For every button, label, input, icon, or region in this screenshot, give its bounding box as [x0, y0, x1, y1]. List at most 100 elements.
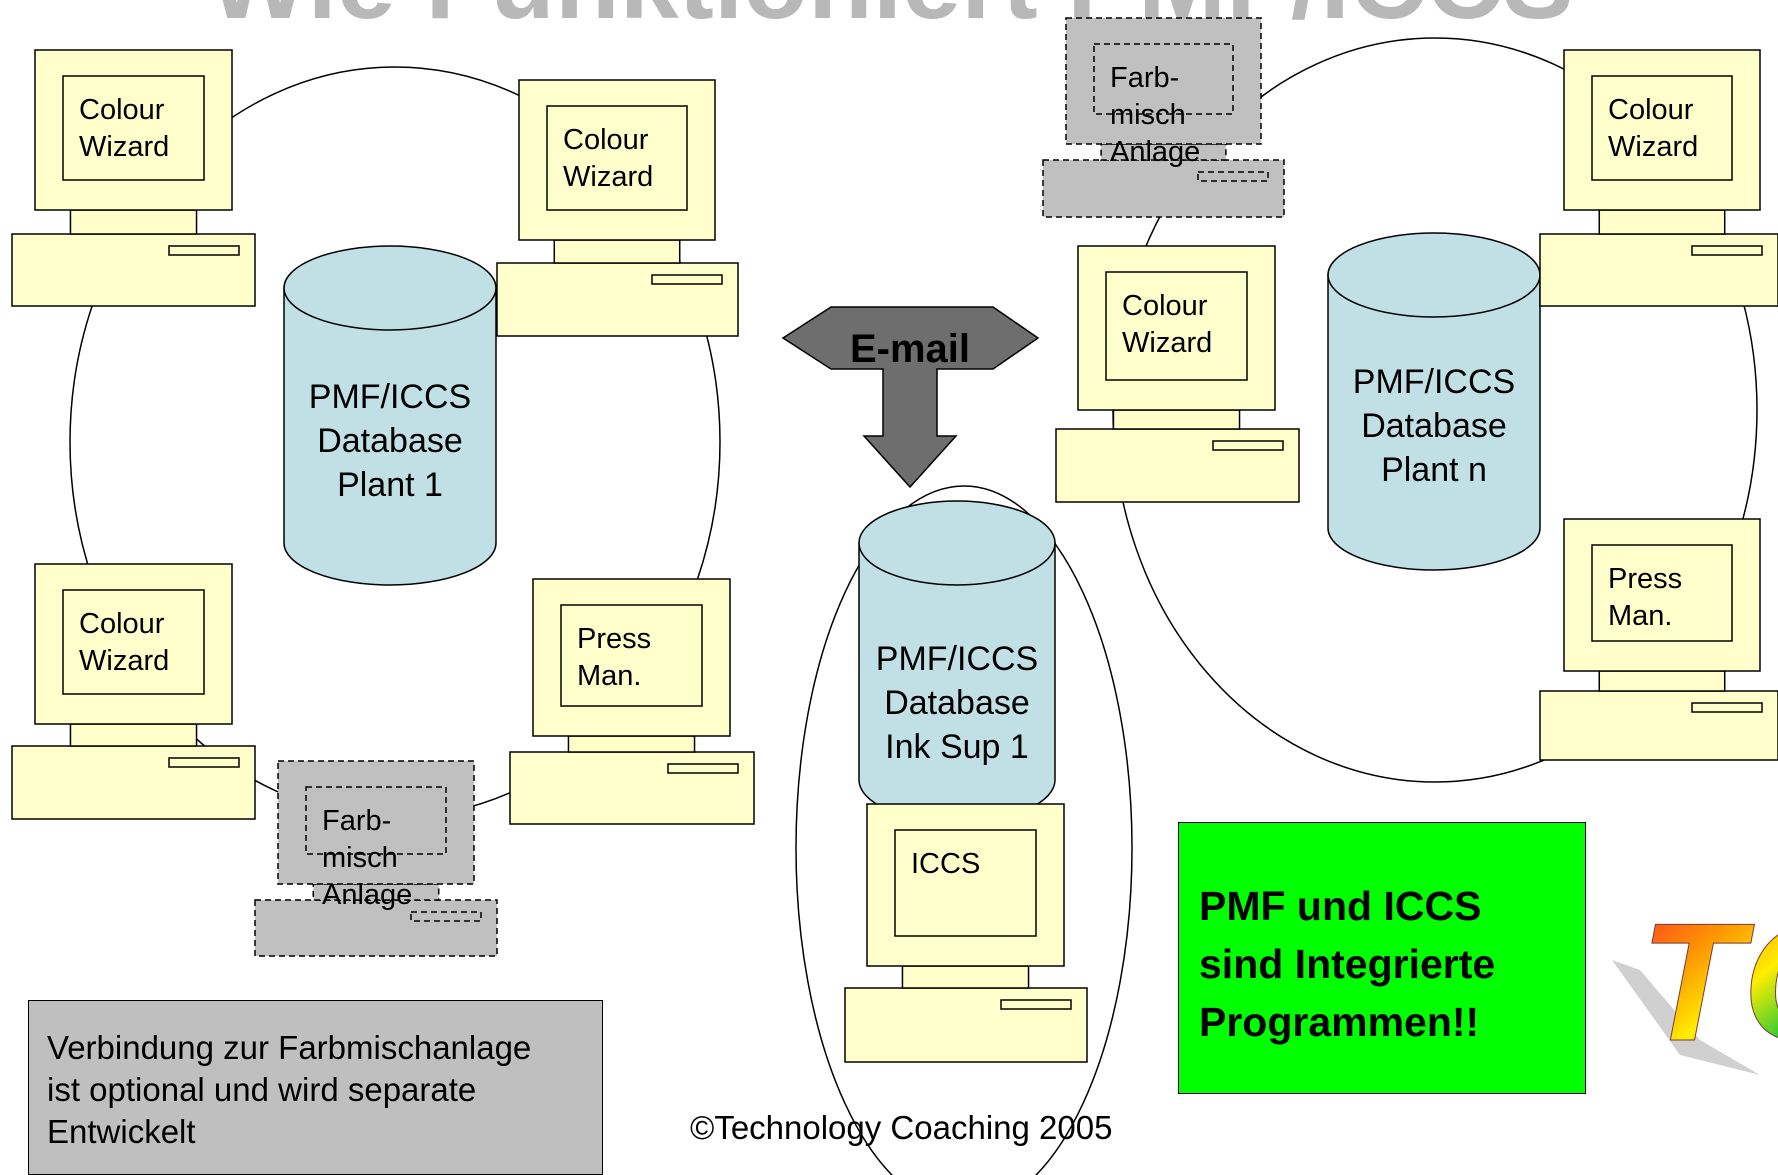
workstation-label: Wizard: [563, 161, 653, 193]
monitor-screen: [62, 75, 205, 181]
note-line: ist optional und wird separate: [47, 1071, 477, 1108]
computer-base: [844, 987, 1088, 1063]
database-label: PMF/ICCS: [1353, 363, 1515, 401]
monitor-stand: [553, 239, 681, 264]
workstation-label: Wizard: [1122, 327, 1212, 359]
drive-slot: [651, 274, 723, 285]
monitor-screen: [894, 829, 1037, 937]
logo-shadow: [1612, 960, 1760, 1075]
network-ring-inksup: [795, 485, 1133, 1175]
drive-slot: [410, 911, 482, 922]
monitor-stand: [567, 735, 696, 753]
optional-connection-note: Verbindung zur Farbmischanlage ist optio…: [28, 1000, 603, 1175]
monitor-stand: [1598, 209, 1726, 235]
email-arrow: E-mail: [781, 306, 1040, 489]
workstation-label: Anlage: [1110, 136, 1200, 168]
integration-note: PMF und ICCS sind Integrierte Programmen…: [1178, 822, 1586, 1094]
workstation-label: Wizard: [79, 645, 169, 677]
drive-slot: [1000, 999, 1072, 1010]
monitor-screen: [546, 105, 688, 211]
workstation-label: ICCS: [911, 848, 980, 880]
computer-base: [1055, 428, 1300, 503]
database-body: [1327, 274, 1541, 571]
copyright-text: ©Technology Coaching 2005: [690, 1109, 1113, 1146]
monitor-stand: [69, 723, 198, 747]
workstation-label: Colour: [1122, 290, 1208, 322]
monitor-screen: [1093, 43, 1234, 115]
database-label: Plant 1: [337, 466, 443, 504]
email-label: E-mail: [850, 327, 970, 371]
workstation-label: Anlage: [322, 879, 412, 911]
workstation-label: Colour: [563, 124, 649, 156]
monitor-screen: [305, 786, 447, 855]
monitor-screen: [1591, 75, 1733, 181]
monitor-screen: [560, 604, 703, 707]
database-label: PMF/ICCS: [309, 378, 471, 416]
monitor-stand: [901, 965, 1030, 989]
note-line: Programmen!!: [1199, 999, 1480, 1045]
note-line: PMF und ICCS: [1199, 883, 1482, 929]
computer-base: [1539, 690, 1778, 761]
workstation-label: Colour: [79, 94, 165, 126]
note-line: sind Integrierte: [1199, 941, 1496, 987]
database-top: [283, 245, 497, 331]
drive-slot: [168, 245, 240, 256]
drive-slot: [168, 757, 240, 768]
workstation-label: Farb-: [322, 805, 391, 837]
database-body: [283, 287, 497, 586]
monitor-screen: [1105, 271, 1248, 381]
database-label: Database: [317, 422, 463, 460]
workstation-label: Wizard: [1608, 131, 1698, 163]
tc-logo: TC: [1612, 888, 1778, 1077]
monitor-stand: [1598, 670, 1726, 692]
database-label: Database: [884, 684, 1030, 722]
monitor-screen: [1591, 544, 1733, 642]
workstation-label: Man.: [1608, 600, 1672, 632]
drive-slot: [1691, 245, 1763, 256]
computer-base: [1539, 233, 1778, 307]
workstation-label: Press: [577, 623, 651, 655]
computer-base: [1042, 159, 1285, 218]
database-top: [858, 500, 1056, 586]
workstation-label: Colour: [1608, 94, 1694, 126]
workstation-label: Man.: [577, 660, 641, 692]
workstation-label: Colour: [79, 608, 165, 640]
database-label: Ink Sup 1: [885, 728, 1029, 766]
workstation-iccs: ICCS: [844, 803, 1088, 1063]
note-line: Verbindung zur Farbmischanlage: [47, 1029, 532, 1066]
title-fragment: Wie Funktioniert PMF/ICCS: [208, 0, 1573, 41]
workstation-label: misch: [322, 842, 398, 874]
database-label: Plant n: [1381, 451, 1487, 489]
database-top: [1327, 232, 1541, 318]
computer-base: [509, 751, 755, 825]
workstation-label: Farb-: [1110, 62, 1179, 94]
computer-base: [496, 262, 739, 337]
workstation-label: Wizard: [79, 131, 169, 163]
monitor-screen: [62, 589, 205, 695]
drive-slot: [1691, 702, 1763, 713]
workstation-label: Press: [1608, 563, 1682, 595]
monitor-stand: [1112, 409, 1241, 430]
drive-slot: [1197, 171, 1269, 182]
drive-slot: [1212, 440, 1284, 451]
computer-base: [11, 745, 256, 820]
monitor-stand: [69, 209, 198, 235]
database-label: PMF/ICCS: [876, 640, 1038, 678]
drive-slot: [667, 763, 739, 774]
logo-lettering: TC: [1640, 888, 1778, 1076]
computer-base: [11, 233, 256, 307]
computer-base: [254, 899, 498, 957]
email-arrow-shape: [781, 306, 1040, 489]
